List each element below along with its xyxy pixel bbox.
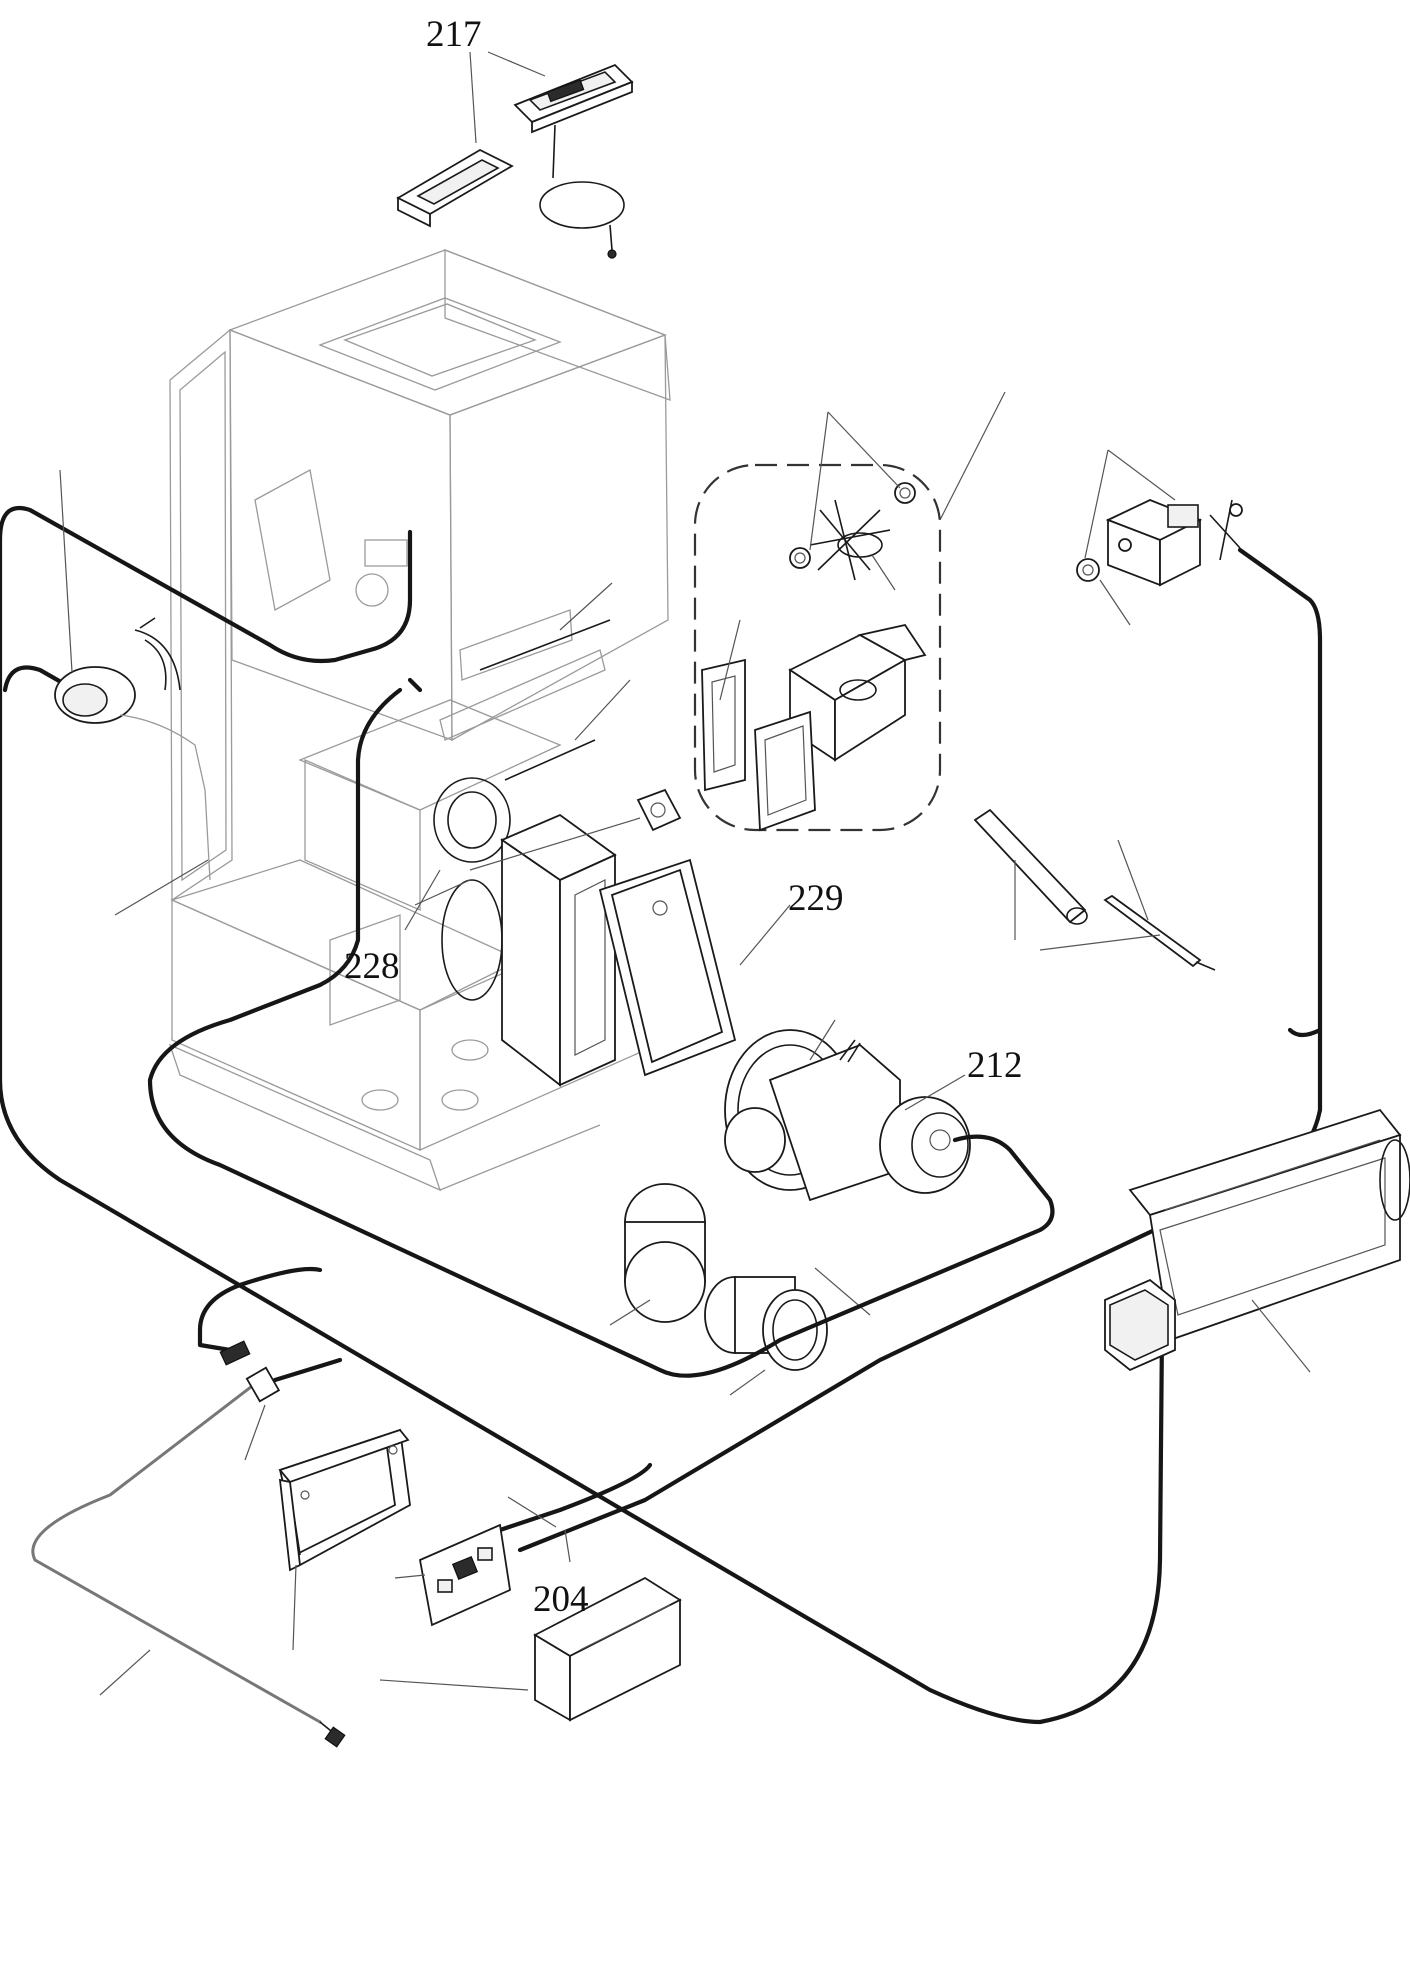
temperature-probe-lower: [504, 679, 631, 781]
heat-sensor-rod: [1103, 894, 1216, 971]
callout-217: 217: [426, 14, 482, 55]
leader-lines-left: [59, 469, 209, 916]
wiring-harness: [0, 506, 1323, 1725]
temperature-probe-upper: [479, 582, 613, 671]
hose-line: [119, 714, 211, 881]
leader-lines-rods: [1014, 839, 1161, 951]
callout-229: 229: [788, 878, 844, 919]
exhaust-coupler: [704, 1276, 828, 1371]
exhaust-elbow: [624, 1183, 706, 1323]
pressure-switch: [54, 617, 181, 724]
firepot-box: [500, 813, 617, 1087]
power-cord: [31, 1378, 346, 1748]
transformer-box: [533, 1576, 682, 1722]
inline-fuse-holder: [219, 1340, 281, 1403]
leader-lines-217: [469, 51, 546, 144]
firepot-gasket: [598, 858, 737, 1077]
leader-lines-bottom: [99, 1404, 571, 1696]
callout-212: 212: [967, 1045, 1023, 1086]
combustion-blower: [724, 1029, 971, 1202]
leader-lines-228: [404, 869, 471, 931]
callout-204: 204: [533, 1579, 589, 1620]
bushing-left: [789, 547, 811, 569]
burner-ring: [433, 777, 511, 1001]
auger-assembly-group: [693, 391, 1006, 832]
leader-lines-212: [809, 1019, 966, 1111]
gasket-plate: [754, 710, 816, 832]
small-flange-plate: [636, 788, 682, 832]
control-circuit-board: [418, 1523, 511, 1627]
convection-blower: [1104, 1108, 1410, 1372]
ignitor-rod: [973, 808, 1088, 925]
auger-gear-motor: [1105, 499, 1243, 587]
leader-lines-motor: [1084, 449, 1176, 626]
control-display-panel: [513, 63, 634, 259]
callout-228: 228: [344, 946, 400, 987]
leader-line-blower: [1251, 1299, 1311, 1373]
control-board-bracket: [278, 1428, 411, 1572]
paddle-wheel: [809, 499, 891, 581]
motor-bushing: [1076, 558, 1100, 582]
leader-lines-229: [469, 817, 791, 966]
display-bezel-frame: [396, 148, 514, 228]
auger-housing: [788, 623, 927, 762]
